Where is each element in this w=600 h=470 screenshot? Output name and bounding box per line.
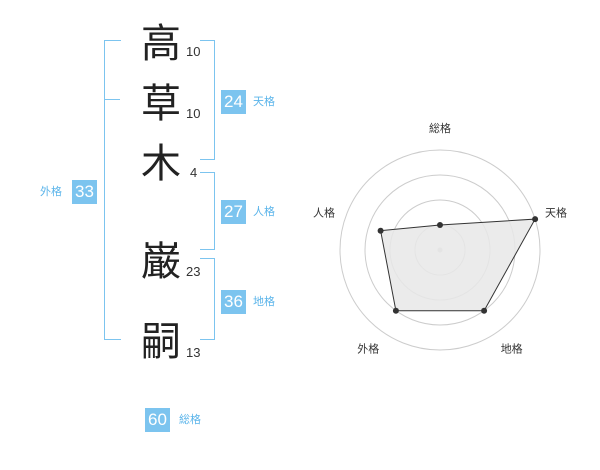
radar-axis-label: 総格: [429, 121, 451, 135]
radar-axis-label: 人格: [313, 205, 335, 219]
radar-point-5: [377, 227, 384, 234]
radar-axis-label: 天格: [545, 205, 567, 219]
gaikaku-bracket-stub: [104, 99, 120, 100]
name-char-5: 嗣: [141, 319, 181, 365]
radar-point-4: [392, 307, 399, 314]
stroke-count-5: 13: [186, 345, 201, 360]
gaikaku-label: 外格: [40, 185, 62, 198]
stroke-count-1: 10: [186, 44, 201, 59]
chikaku-bracket: [200, 258, 215, 340]
jinkaku-label: 人格: [253, 205, 275, 218]
gaikaku-bracket: [104, 40, 121, 340]
chikaku-value: 36: [221, 290, 246, 314]
radar-axis-label: 外格: [357, 342, 379, 356]
chikaku-label: 地格: [253, 295, 275, 308]
radar-grid-ring: [339, 149, 541, 351]
radar-point-2: [532, 216, 539, 223]
jinkaku-value: 27: [221, 200, 246, 224]
soukaku-label: 総格: [179, 413, 201, 426]
radar-point-3: [481, 307, 488, 314]
radar-series-area: [380, 218, 536, 312]
stroke-count-3: 4: [190, 165, 198, 180]
name-char-4: 巌: [141, 239, 181, 285]
name-char-3: 木: [141, 141, 181, 187]
gaikaku-value: 33: [72, 180, 97, 204]
stroke-count-2: 10: [186, 106, 201, 121]
name-char-1: 高: [141, 21, 181, 67]
stroke-count-4: 23: [186, 264, 201, 279]
tenkaku-bracket: [200, 40, 215, 160]
tenkaku-value: 24: [221, 90, 246, 114]
soukaku-value: 60: [145, 408, 170, 432]
jinkaku-bracket: [200, 172, 215, 250]
tenkaku-label: 天格: [253, 95, 275, 108]
radar-point-1: [437, 222, 443, 228]
name-char-2: 草: [141, 81, 181, 127]
radar-axis-label: 地格: [501, 342, 523, 356]
